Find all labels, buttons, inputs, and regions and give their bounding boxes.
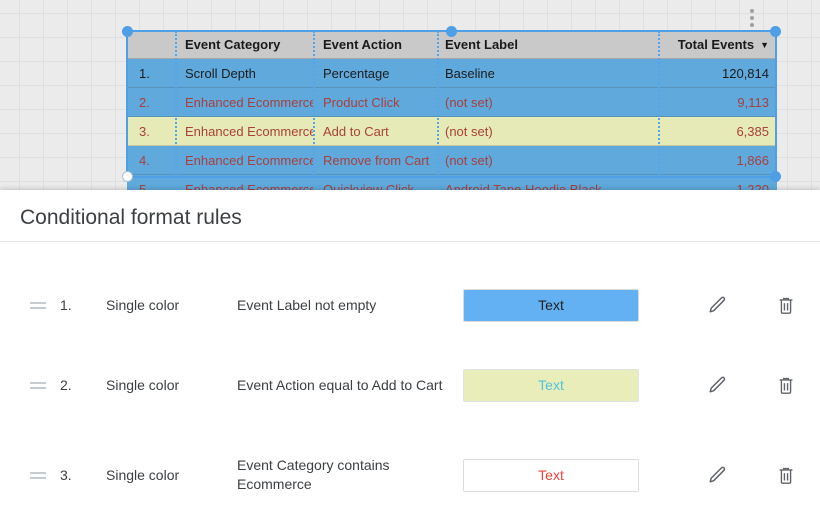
more-options-icon[interactable] — [746, 6, 758, 30]
rule-condition: Event Label not empty — [237, 296, 377, 313]
drag-handle-icon[interactable] — [30, 299, 46, 312]
column-header-total-events[interactable]: Total Events▼ — [677, 37, 769, 52]
drag-handle-icon[interactable] — [30, 379, 46, 392]
pencil-icon — [709, 466, 726, 483]
delete-rule-button[interactable] — [769, 368, 803, 402]
event-action-cell: Percentage — [323, 65, 390, 81]
format-rule-row: 2. Single color Event Action equal to Ad… — [0, 345, 820, 425]
conditional-format-panel: Conditional format rules 1. Single color… — [0, 190, 820, 524]
column-header-event-action[interactable]: Event Action — [323, 37, 402, 52]
rule-index: 3. — [60, 467, 72, 483]
total-events-cell: 6,385 — [736, 123, 769, 139]
total-events-cell: 1,866 — [736, 152, 769, 168]
event-action-cell: Add to Cart — [323, 123, 389, 139]
rule-color-swatch: Text — [463, 458, 639, 492]
resize-handle-bottom-right[interactable] — [770, 171, 781, 182]
rule-index: 1. — [60, 297, 72, 313]
event-label-cell: (not set) — [445, 123, 493, 139]
table-row: 4. Enhanced Ecommerce Remove from Cart (… — [127, 146, 777, 175]
total-events-cell: 120,814 — [722, 65, 769, 81]
event-category-cell: Enhanced Ecommerce — [185, 94, 313, 110]
resize-handle-top-right[interactable] — [770, 26, 781, 37]
event-action-cell: Product Click — [323, 94, 400, 110]
rule-type: Single color — [106, 297, 180, 313]
delete-rule-button[interactable] — [769, 288, 803, 322]
pencil-icon — [709, 296, 726, 313]
resize-handle-bottom-left[interactable] — [122, 171, 133, 182]
table-row: 2. Enhanced Ecommerce Product Click (not… — [127, 88, 777, 117]
total-events-cell: 9,113 — [737, 94, 769, 110]
edit-rule-button[interactable] — [700, 288, 734, 322]
table-row: 1. Scroll Depth Percentage Baseline 120,… — [127, 59, 777, 88]
resize-handle-top-mid[interactable] — [445, 26, 457, 37]
column-header-event-label[interactable]: Event Label — [445, 37, 518, 52]
event-category-cell: Enhanced Ecommerce — [185, 152, 313, 168]
panel-title: Conditional format rules — [0, 190, 820, 242]
report-canvas[interactable]: Event Category Event Action Event Label … — [0, 0, 820, 210]
pencil-icon — [709, 376, 726, 393]
rule-color-swatch: Text — [463, 288, 639, 322]
events-table[interactable]: Event Category Event Action Event Label … — [127, 31, 777, 204]
event-category-cell: Enhanced Ecommerce — [185, 123, 313, 139]
trash-icon — [779, 467, 793, 484]
format-rule-row: 1. Single color Event Label not empty Te… — [0, 265, 820, 345]
row-index-cell: 1. — [139, 65, 150, 81]
rule-condition: Event Action equal to Add to Cart — [237, 376, 443, 393]
edit-rule-button[interactable] — [700, 368, 734, 402]
resize-handle-top-left[interactable] — [122, 26, 133, 37]
rules-list: 1. Single color Event Label not empty Te… — [0, 242, 820, 524]
event-action-cell: Remove from Cart — [323, 152, 430, 168]
delete-rule-button[interactable] — [769, 458, 803, 492]
rule-type: Single color — [106, 377, 180, 393]
row-index-cell: 4. — [139, 152, 150, 168]
drag-handle-icon[interactable] — [30, 469, 46, 482]
row-index-cell: 5. — [139, 181, 150, 197]
rule-type: Single color — [106, 467, 180, 483]
table-row: 3. Enhanced Ecommerce Add to Cart (not s… — [127, 117, 777, 146]
rule-color-swatch: Text — [463, 368, 639, 402]
row-index-cell: 2. — [139, 94, 150, 110]
table-body: 1. Scroll Depth Percentage Baseline 120,… — [127, 59, 777, 204]
trash-icon — [779, 377, 793, 394]
event-label-cell: Baseline — [445, 65, 495, 81]
row-index-cell: 3. — [139, 123, 150, 139]
rule-index: 2. — [60, 377, 72, 393]
event-label-cell: (not set) — [445, 94, 493, 110]
trash-icon — [779, 297, 793, 314]
event-label-cell: (not set) — [445, 152, 493, 168]
event-category-cell: Scroll Depth — [185, 65, 256, 81]
edit-rule-button[interactable] — [700, 458, 734, 492]
sort-desc-icon: ▼ — [760, 40, 769, 50]
column-header-event-category[interactable]: Event Category — [185, 37, 281, 52]
